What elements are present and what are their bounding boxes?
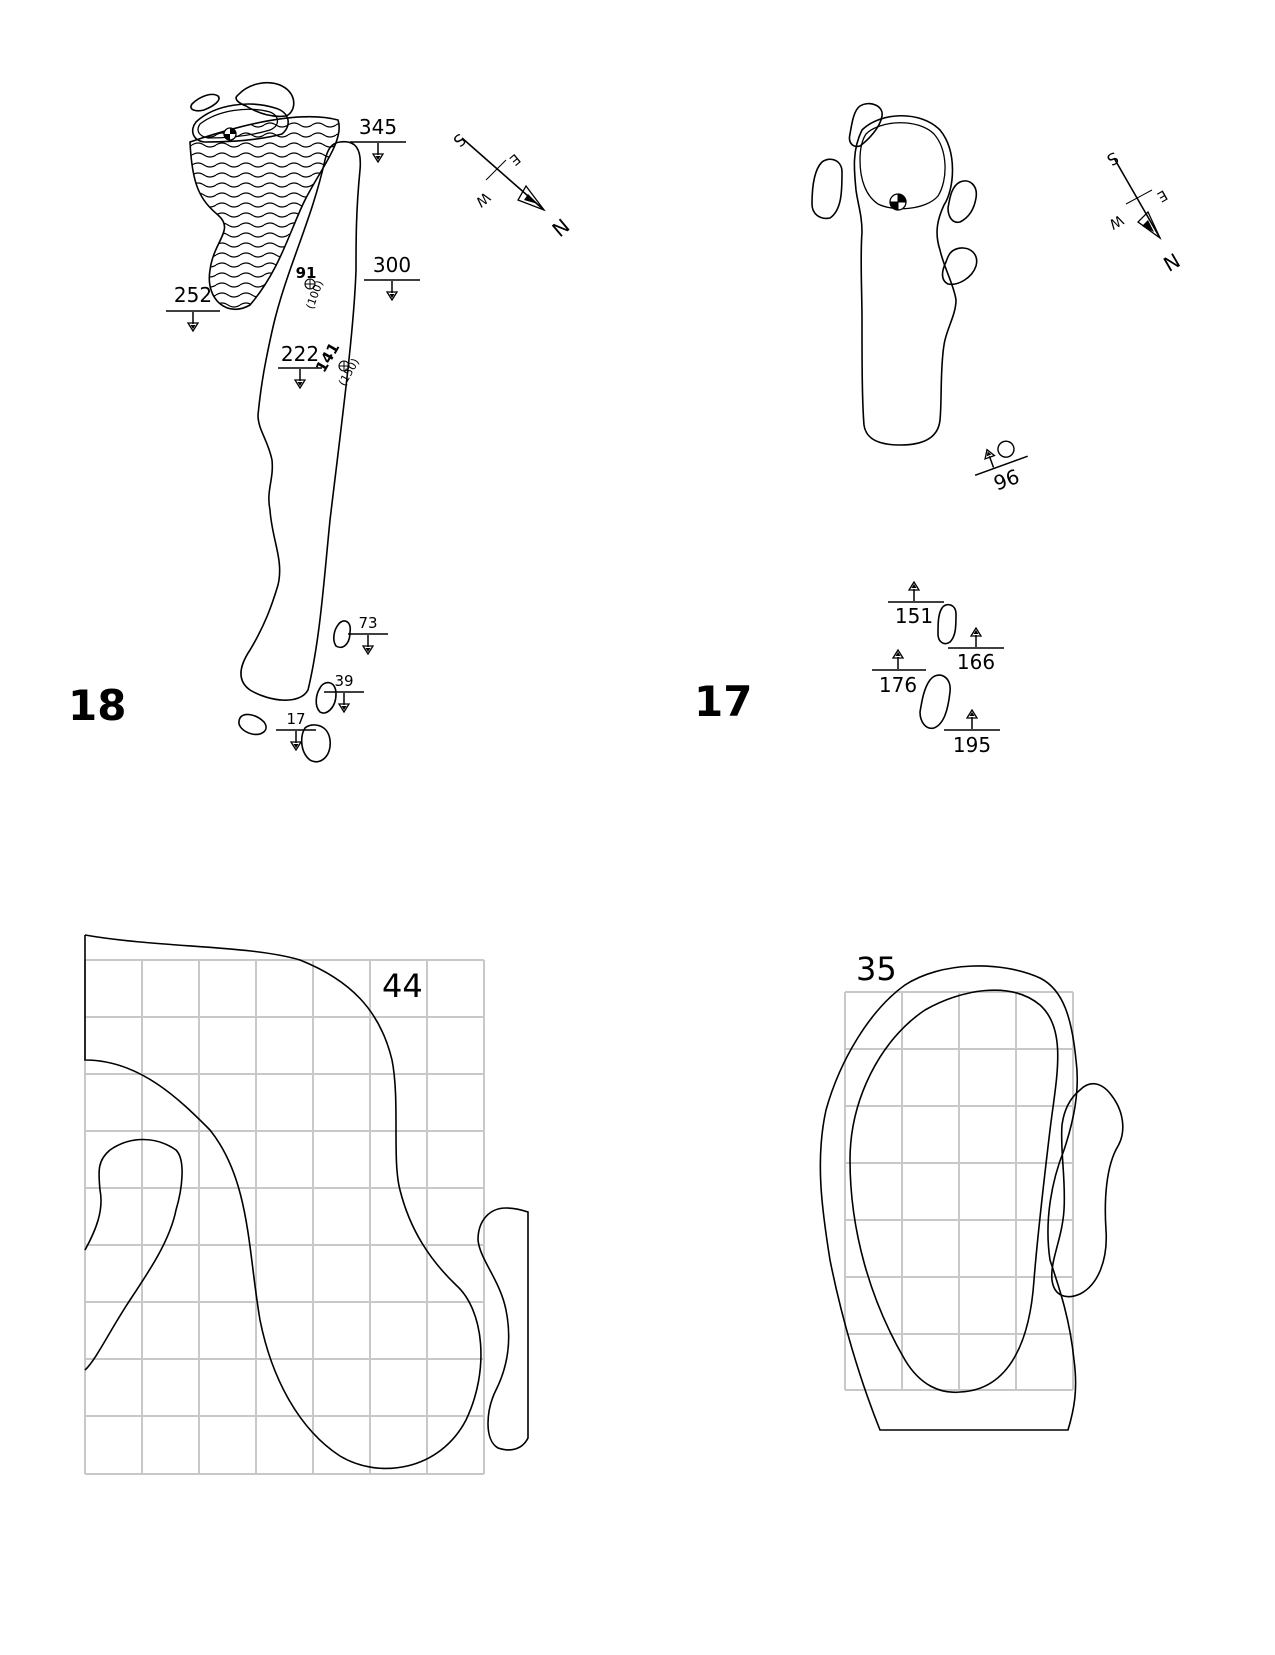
tee-box-2 xyxy=(919,674,951,730)
green-bunker-right xyxy=(947,180,978,224)
yardage-marker-176: 176 xyxy=(872,649,926,697)
svg-text:345: 345 xyxy=(359,115,397,139)
compass-hole-18: S E W N xyxy=(450,130,574,242)
green-outer xyxy=(819,965,1079,1431)
svg-text:N: N xyxy=(1159,248,1184,276)
tee-box-left xyxy=(238,713,267,736)
compass-hole-17: S E W N xyxy=(1104,148,1184,276)
fairway-bunker-right xyxy=(941,247,978,286)
pin-icon xyxy=(889,193,907,211)
tee-box-back-2 xyxy=(315,681,337,714)
svg-text:73: 73 xyxy=(358,614,377,632)
green-grid xyxy=(844,991,1074,1391)
green-bunker-left xyxy=(811,158,843,220)
fairway-and-green xyxy=(853,114,957,446)
green-bunker-top xyxy=(848,102,883,148)
svg-text:166: 166 xyxy=(957,650,995,674)
green-number-35: 35 xyxy=(856,950,897,988)
yardage-marker-73: 73 xyxy=(348,614,388,655)
svg-text:(150): (150) xyxy=(336,356,362,388)
svg-text:252: 252 xyxy=(174,283,212,307)
yardage-marker-222: 222 xyxy=(278,342,322,389)
yardage-marker-195: 195 xyxy=(944,709,1000,757)
green-inner xyxy=(197,108,279,139)
fairway xyxy=(240,140,362,701)
svg-text:E: E xyxy=(506,150,523,168)
svg-text:91: 91 xyxy=(296,264,317,282)
svg-text:151: 151 xyxy=(895,604,933,628)
yardage-marker-96: 96 xyxy=(974,440,1028,495)
svg-text:S: S xyxy=(1104,148,1122,170)
yardage-marker-166: 166 xyxy=(948,627,1004,674)
tee-box-1 xyxy=(937,603,957,645)
hole-number-18: 18 xyxy=(68,681,126,730)
green-inner xyxy=(849,989,1059,1394)
hole-17-map: 96 151 166 176 195 xyxy=(694,102,1184,757)
green-back-bunker xyxy=(235,81,295,118)
svg-text:17: 17 xyxy=(286,710,305,728)
yardage-marker-345: 345 xyxy=(350,115,406,163)
svg-text:W: W xyxy=(472,188,493,209)
tee-box-back-3 xyxy=(300,724,331,763)
yardage-marker-17: 17 xyxy=(276,710,316,751)
green-number-44: 44 xyxy=(382,967,423,1005)
tee-box-back-1 xyxy=(333,620,352,649)
water-hazard xyxy=(189,115,340,311)
bunker-right xyxy=(477,1207,529,1451)
green-detail-44: 44 xyxy=(84,934,529,1475)
bunker-left xyxy=(84,1138,183,1371)
svg-text:N: N xyxy=(547,213,574,241)
bunker-right xyxy=(1051,1083,1124,1298)
svg-text:300: 300 xyxy=(373,253,411,277)
sprinkler-91-detail: (100) xyxy=(304,278,326,311)
hole-number-17: 17 xyxy=(694,677,752,726)
green-outline xyxy=(84,934,482,1470)
svg-text:E: E xyxy=(1154,186,1170,204)
yardage-marker-39: 39 xyxy=(324,672,364,713)
svg-text:96: 96 xyxy=(990,464,1022,495)
green-grid xyxy=(84,959,485,1475)
svg-text:S: S xyxy=(450,130,470,151)
svg-text:W: W xyxy=(1106,211,1126,232)
svg-text:39: 39 xyxy=(334,672,353,690)
hole-18-map: 345 300 252 222 73 39 xyxy=(68,81,574,763)
yardage-marker-151: 151 xyxy=(888,581,944,628)
green-inner xyxy=(859,122,946,210)
yardage-marker-252: 252 xyxy=(166,283,220,332)
svg-text:195: 195 xyxy=(953,733,991,757)
svg-text:222: 222 xyxy=(281,342,319,366)
greenside-bunker xyxy=(190,93,220,112)
sprinkler-91: 91 xyxy=(296,264,317,282)
green-detail-35: 35 xyxy=(819,950,1124,1431)
sprinkler-141: 141 (150) xyxy=(312,339,362,388)
pin-icon xyxy=(223,127,237,141)
yardage-marker-300: 300 xyxy=(364,253,420,301)
svg-text:176: 176 xyxy=(879,673,917,697)
